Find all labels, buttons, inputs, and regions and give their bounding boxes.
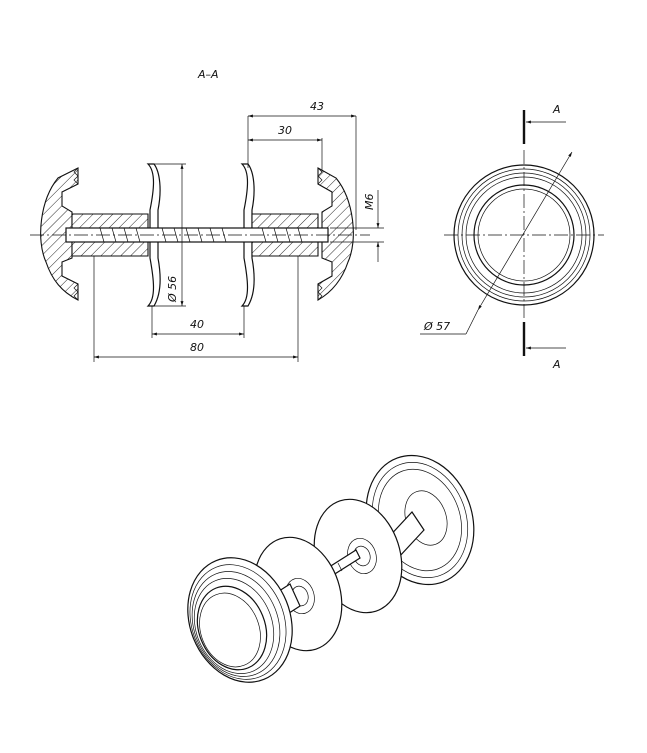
- dim-line-dia57: [477, 151, 573, 311]
- section-view: 43 30 M6 Ø 56 40 80: [30, 100, 384, 362]
- section-title: A–A: [197, 68, 219, 81]
- isometric-view: [187, 454, 475, 683]
- section-label-top: A: [552, 103, 561, 116]
- dim-80: 80: [190, 341, 204, 354]
- dim-40: 40: [190, 318, 204, 331]
- dim-dia57: Ø 57: [423, 320, 450, 333]
- front-view: A A Ø 57: [420, 103, 604, 371]
- right-knob-ridges: [317, 167, 323, 301]
- left-knob-ridges: [73, 167, 79, 301]
- spindle-ring: [337, 562, 343, 572]
- section-label-bottom: A: [552, 358, 561, 371]
- dim-dia56: Ø 56: [166, 276, 179, 303]
- dim-m6: M6: [363, 194, 376, 211]
- dim-43: 43: [310, 100, 324, 113]
- leader-line: [465, 309, 479, 335]
- dim-30: 30: [278, 124, 292, 137]
- front-knob: [187, 557, 293, 683]
- right-knob-section: [317, 167, 354, 301]
